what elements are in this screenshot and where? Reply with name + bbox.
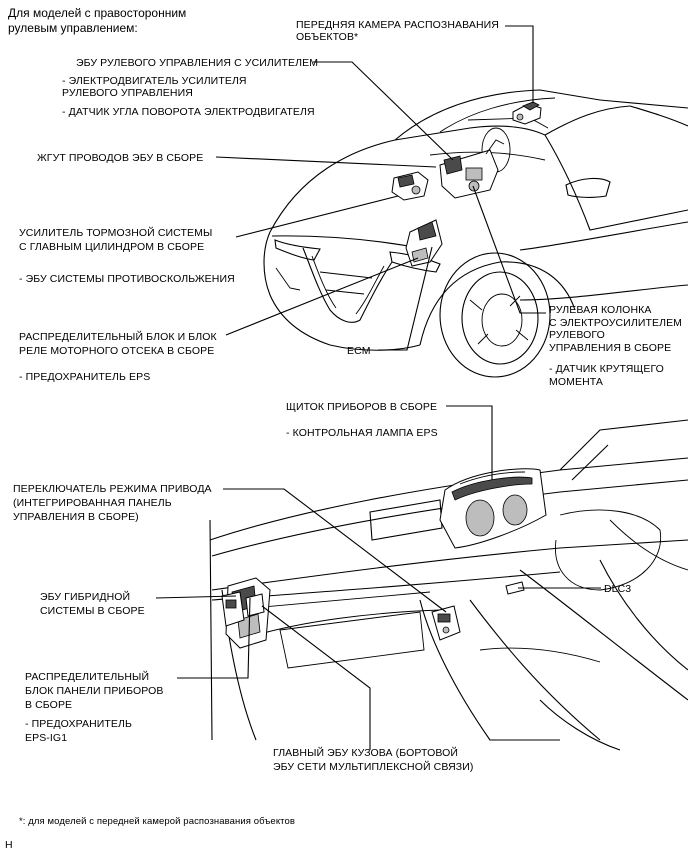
- label-steering-column-l2: С ЭЛЕКТРОУСИЛИТЕЛЕМ: [549, 317, 683, 329]
- label-drive-mode-switch-l2: (ИНТЕГРИРОВАННАЯ ПАНЕЛЬ: [13, 497, 172, 509]
- steering-column-part: [439, 139, 505, 199]
- label-eps-motor-l1: - ЭЛЕКТРОДВИГАТЕЛЬ УСИЛИТЕЛЯ: [62, 75, 247, 87]
- label-front-camera-l1: ПЕРЕДНЯЯ КАМЕРА РАСПОЗНАВАНИЯ: [296, 19, 499, 31]
- label-eps-motor-l2: РУЛЕВОГО УПРАВЛЕНИЯ: [62, 87, 193, 99]
- label-instrument-panel-junction-l2: БЛОК ПАНЕЛИ ПРИБОРОВ: [25, 685, 164, 697]
- label-eps-fuse: - ПРЕДОХРАНИТЕЛЬ EPS: [19, 371, 151, 383]
- dlc3-part: [505, 581, 525, 595]
- label-engine-relay-block-l1: РАСПРЕДЕЛИТЕЛЬНЫЙ БЛОК И БЛОК: [19, 331, 217, 343]
- label-eps-ig1-fuse-l1: - ПРЕДОХРАНИТЕЛЬ: [25, 718, 133, 730]
- leader-lines-top: [215, 25, 546, 351]
- label-ecm: ECM: [347, 345, 371, 357]
- leader-lines-bottom: [155, 405, 601, 750]
- label-eps-ecu: ЭБУ РУЛЕВОГО УПРАВЛЕНИЯ С УСИЛИТЕЛЕМ: [76, 57, 319, 69]
- engine-relay-block-part: [405, 219, 443, 267]
- label-steering-column-l1: РУЛЕВАЯ КОЛОНКА: [549, 304, 652, 316]
- label-torque-sensor-l2: МОМЕНТА: [549, 376, 604, 388]
- front-camera-part: [512, 101, 542, 125]
- label-eps-ig1-fuse-l2: EPS-IG1: [25, 732, 68, 744]
- label-brake-booster-l2: С ГЛАВНЫМ ЦИЛИНДРОМ В СБОРЕ: [19, 241, 205, 253]
- label-steering-column-l4: УПРАВЛЕНИЯ В СБОРЕ: [549, 342, 672, 354]
- label-instrument-panel-junction-l3: В СБОРЕ: [25, 699, 73, 711]
- instrument-panel-junction-part: [221, 591, 245, 627]
- label-eps-warning-light: - КОНТРОЛЬНАЯ ЛАМПА EPS: [286, 427, 438, 439]
- label-hybrid-ecu-l1: ЭБУ ГИБРИДНОЙ: [40, 591, 131, 603]
- label-drive-mode-switch-l3: УПРАВЛЕНИЯ В СБОРЕ): [13, 511, 139, 523]
- label-main-body-ecu-l1: ГЛАВНЫЙ ЭБУ КУЗОВА (БОРТОВОЙ: [273, 747, 459, 759]
- label-hybrid-ecu-l2: СИСТЕМЫ В СБОРЕ: [40, 605, 145, 617]
- label-skid-control-ecu: - ЭБУ СИСТЕМЫ ПРОТИВОСКОЛЬЖЕНИЯ: [19, 273, 235, 285]
- car-exterior-illustration: [263, 89, 688, 378]
- footnote: *: для моделей с передней камерой распоз…: [19, 816, 296, 827]
- brake-booster-part: [391, 171, 429, 201]
- label-front-camera-l2: ОБЪЕКТОВ*: [296, 31, 359, 43]
- label-brake-booster-l1: УСИЛИТЕЛЬ ТОРМОЗНОЙ СИСТЕМЫ: [19, 227, 213, 239]
- main-body-ecu-part: [245, 593, 265, 617]
- header-line-1: Для моделей с правосторонним: [8, 6, 187, 20]
- label-steering-column-l3: РУЛЕВОГО: [549, 329, 605, 341]
- label-main-body-ecu-l2: ЭБУ СЕТИ МУЛЬТИПЛЕКСНОЙ СВЯЗИ): [273, 761, 474, 773]
- label-instrument-panel-junction-l1: РАСПРЕДЕЛИТЕЛЬНЫЙ: [25, 671, 150, 683]
- drive-mode-switch-part: [431, 605, 461, 641]
- label-drive-mode-switch-l1: ПЕРЕКЛЮЧАТЕЛЬ РЕЖИМА ПРИВОДА: [13, 483, 212, 495]
- label-engine-relay-block-l2: РЕЛЕ МОТОРНОГО ОТСЕКА В СБОРЕ: [19, 345, 215, 357]
- label-motor-angle-sensor: - ДАТЧИК УГЛА ПОВОРОТА ЭЛЕКТРОДВИГАТЕЛЯ: [62, 106, 315, 118]
- combination-meter-part: [439, 468, 547, 549]
- header-line-2: рулевым управлением:: [8, 21, 138, 35]
- corner-mark: H: [5, 839, 13, 851]
- label-dlc3: DLC3: [604, 583, 632, 595]
- label-combination-meter: ЩИТОК ПРИБОРОВ В СБОРЕ: [286, 401, 438, 413]
- label-torque-sensor-l1: - ДАТЧИК КРУТЯЩЕГО: [549, 363, 664, 375]
- label-ecu-wire-harness: ЖГУТ ПРОВОДОВ ЭБУ В СБОРЕ: [37, 152, 204, 164]
